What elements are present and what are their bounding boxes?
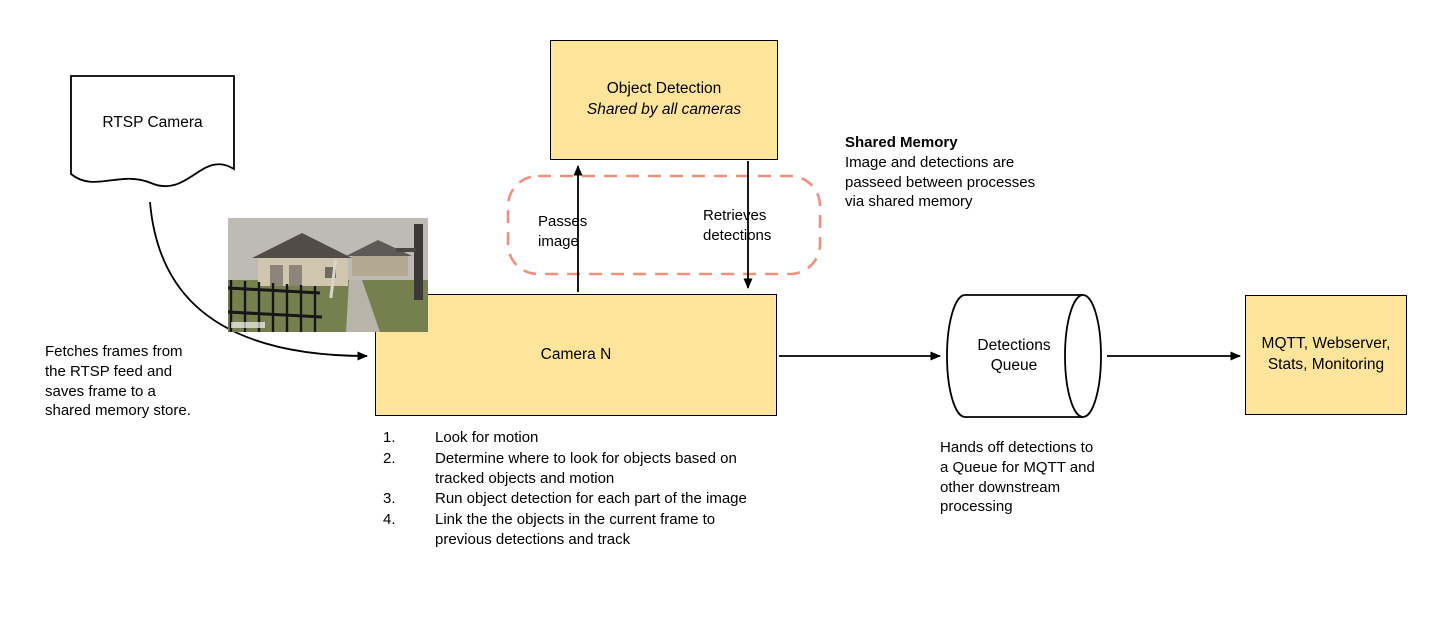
list-item: 3. Run object detection for each part of…: [383, 489, 755, 509]
step-number: 2.: [383, 449, 396, 467]
step-number: 4.: [383, 511, 396, 529]
node-rtsp-camera: RTSP Camera: [70, 75, 235, 207]
camera-n-label: Camera N: [540, 345, 612, 363]
object-detection-subtitle: Shared by all cameras: [586, 101, 742, 118]
step-text: Link the the objects in the current fram…: [435, 511, 716, 548]
node-outputs: MQTT, Webserver, Stats, Monitoring: [1245, 295, 1407, 415]
camera-steps-list: 1. Look for motion 2. Determine where to…: [383, 428, 755, 551]
detections-queue-label-line2: Queue: [990, 357, 1038, 374]
fetch-frames-note: Fetches frames from the RTSP feed and sa…: [45, 343, 191, 420]
object-detection-title: Object Detection: [606, 80, 722, 98]
node-object-detection: Object Detection Shared by all cameras: [550, 40, 778, 160]
step-text: Look for motion: [435, 429, 539, 446]
detections-queue-label-line1: Detections: [977, 336, 1051, 354]
document-shape: [70, 75, 235, 188]
hands-off-note: Hands off detections to a Queue for MQTT…: [940, 439, 1095, 516]
shared-memory-note-body: Image and detections are passeed between…: [845, 153, 1036, 211]
edge-label-passes-image: Passes image: [538, 213, 588, 250]
shared-memory-note-title: Shared Memory: [845, 134, 958, 151]
node-detections-queue: Detections Queue: [945, 293, 1105, 419]
outputs-label: MQTT, Webserver, Stats, Monitoring: [1261, 335, 1391, 373]
edge-label-retrieves-detections: Retrieves detections: [703, 207, 772, 244]
list-item: 1. Look for motion: [383, 428, 755, 448]
shared-memory-note: Shared Memory Image and detections are p…: [845, 133, 1050, 212]
queue-cylinder-shape: [946, 294, 1102, 418]
node-camera-n: Camera N: [375, 294, 777, 416]
list-item: 2. Determine where to look for objects b…: [383, 449, 755, 489]
step-text: Determine where to look for objects base…: [435, 449, 737, 487]
list-item: 4. Link the the objects in the current f…: [383, 510, 755, 550]
detections-queue-label: Detections Queue: [945, 293, 1083, 419]
step-number: 1.: [383, 429, 396, 446]
camera-snapshot-image: [227, 218, 428, 332]
step-text: Run object detection for each part of th…: [435, 490, 747, 508]
step-number: 3.: [383, 490, 396, 508]
rtsp-camera-label: RTSP Camera: [102, 113, 203, 131]
